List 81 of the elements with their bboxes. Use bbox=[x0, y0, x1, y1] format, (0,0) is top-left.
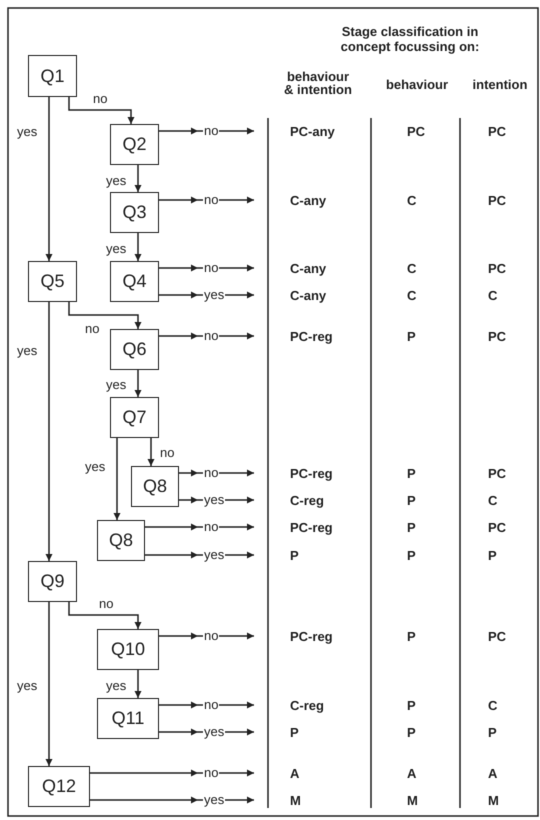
arrow bbox=[68, 302, 142, 329]
table-cell: PC bbox=[407, 124, 426, 139]
table-cell: PC-reg bbox=[290, 520, 333, 535]
table-cell: C-any bbox=[290, 261, 326, 276]
question-box: Q2 bbox=[110, 124, 159, 165]
arrow bbox=[159, 632, 254, 640]
arrow bbox=[68, 97, 134, 124]
table-cell: A bbox=[290, 766, 300, 781]
arrow bbox=[159, 264, 254, 272]
table-cell: P bbox=[407, 329, 416, 344]
table-cell: PC bbox=[488, 629, 506, 644]
table-cell: P bbox=[488, 725, 497, 740]
table-cell: A bbox=[407, 766, 416, 781]
table-cell: PC-reg bbox=[290, 466, 333, 481]
question-box: Q10 bbox=[97, 629, 159, 670]
table-cell: C-reg bbox=[290, 698, 324, 713]
column-header: behaviour bbox=[384, 78, 450, 91]
question-box: Q6 bbox=[110, 329, 159, 370]
question-box: Q8 bbox=[97, 520, 145, 561]
arrow bbox=[134, 233, 142, 261]
arrow bbox=[134, 670, 142, 698]
table-cell: PC bbox=[488, 329, 506, 344]
arrow bbox=[145, 524, 254, 530]
table-cell: P bbox=[407, 466, 416, 481]
table-cell: P bbox=[290, 725, 299, 740]
table-cell: PC bbox=[488, 261, 506, 276]
table-cell: PC bbox=[488, 520, 506, 535]
arrow bbox=[90, 770, 254, 776]
table-cell: P bbox=[407, 493, 416, 508]
table-cell: PC bbox=[488, 124, 506, 139]
table-cell: A bbox=[488, 766, 498, 781]
table-cell: PC-reg bbox=[290, 329, 333, 344]
arrow bbox=[46, 302, 52, 561]
table-cell: P bbox=[290, 548, 299, 563]
table-cell: P bbox=[488, 548, 497, 563]
table-cell: PC-any bbox=[290, 124, 335, 139]
question-box: Q9 bbox=[28, 561, 77, 602]
question-box: Q3 bbox=[110, 192, 159, 233]
arrow bbox=[179, 470, 254, 476]
question-box: Q7 bbox=[110, 397, 159, 438]
table-cell: C bbox=[407, 288, 416, 303]
arrow bbox=[114, 438, 120, 520]
table-cell: C-any bbox=[290, 193, 326, 208]
arrow bbox=[46, 97, 52, 261]
table-cell: M bbox=[488, 793, 499, 808]
table-heading: Stage classification in concept focussing on: bbox=[340, 24, 480, 54]
table-cell: P bbox=[407, 520, 416, 535]
table-cell: M bbox=[407, 793, 418, 808]
table-cell: P bbox=[407, 698, 416, 713]
arrow bbox=[90, 796, 254, 804]
table-cell: M bbox=[290, 793, 301, 808]
arrow bbox=[148, 438, 154, 466]
table-cell: C bbox=[407, 261, 416, 276]
table-cell: C-any bbox=[290, 288, 326, 303]
table-cell: P bbox=[407, 548, 416, 563]
table-cell: PC-reg bbox=[290, 629, 333, 644]
column-header: intention bbox=[472, 78, 528, 91]
table-cell: C bbox=[488, 288, 498, 303]
table-cell: C bbox=[488, 493, 498, 508]
table-cell: P bbox=[407, 725, 416, 740]
question-box: Q12 bbox=[28, 766, 90, 807]
question-box: Q11 bbox=[97, 698, 159, 739]
table-cell: C bbox=[407, 193, 416, 208]
arrow bbox=[159, 702, 254, 708]
arrow bbox=[68, 602, 142, 629]
column-header: behaviour & intention bbox=[283, 70, 353, 96]
question-box: Q1 bbox=[28, 55, 77, 97]
arrow bbox=[46, 602, 52, 766]
arrow bbox=[159, 128, 254, 134]
arrow bbox=[134, 165, 142, 192]
table-cell: PC bbox=[488, 466, 506, 481]
arrow bbox=[159, 332, 254, 340]
table-cell: C-reg bbox=[290, 493, 324, 508]
question-box: Q8 bbox=[131, 466, 179, 507]
table-cell: PC bbox=[488, 193, 506, 208]
question-box: Q4 bbox=[110, 261, 159, 302]
table-cell: P bbox=[407, 629, 416, 644]
arrow bbox=[159, 196, 254, 204]
question-box: Q5 bbox=[28, 261, 77, 302]
table-cell: C bbox=[488, 698, 498, 713]
arrow bbox=[134, 370, 142, 397]
